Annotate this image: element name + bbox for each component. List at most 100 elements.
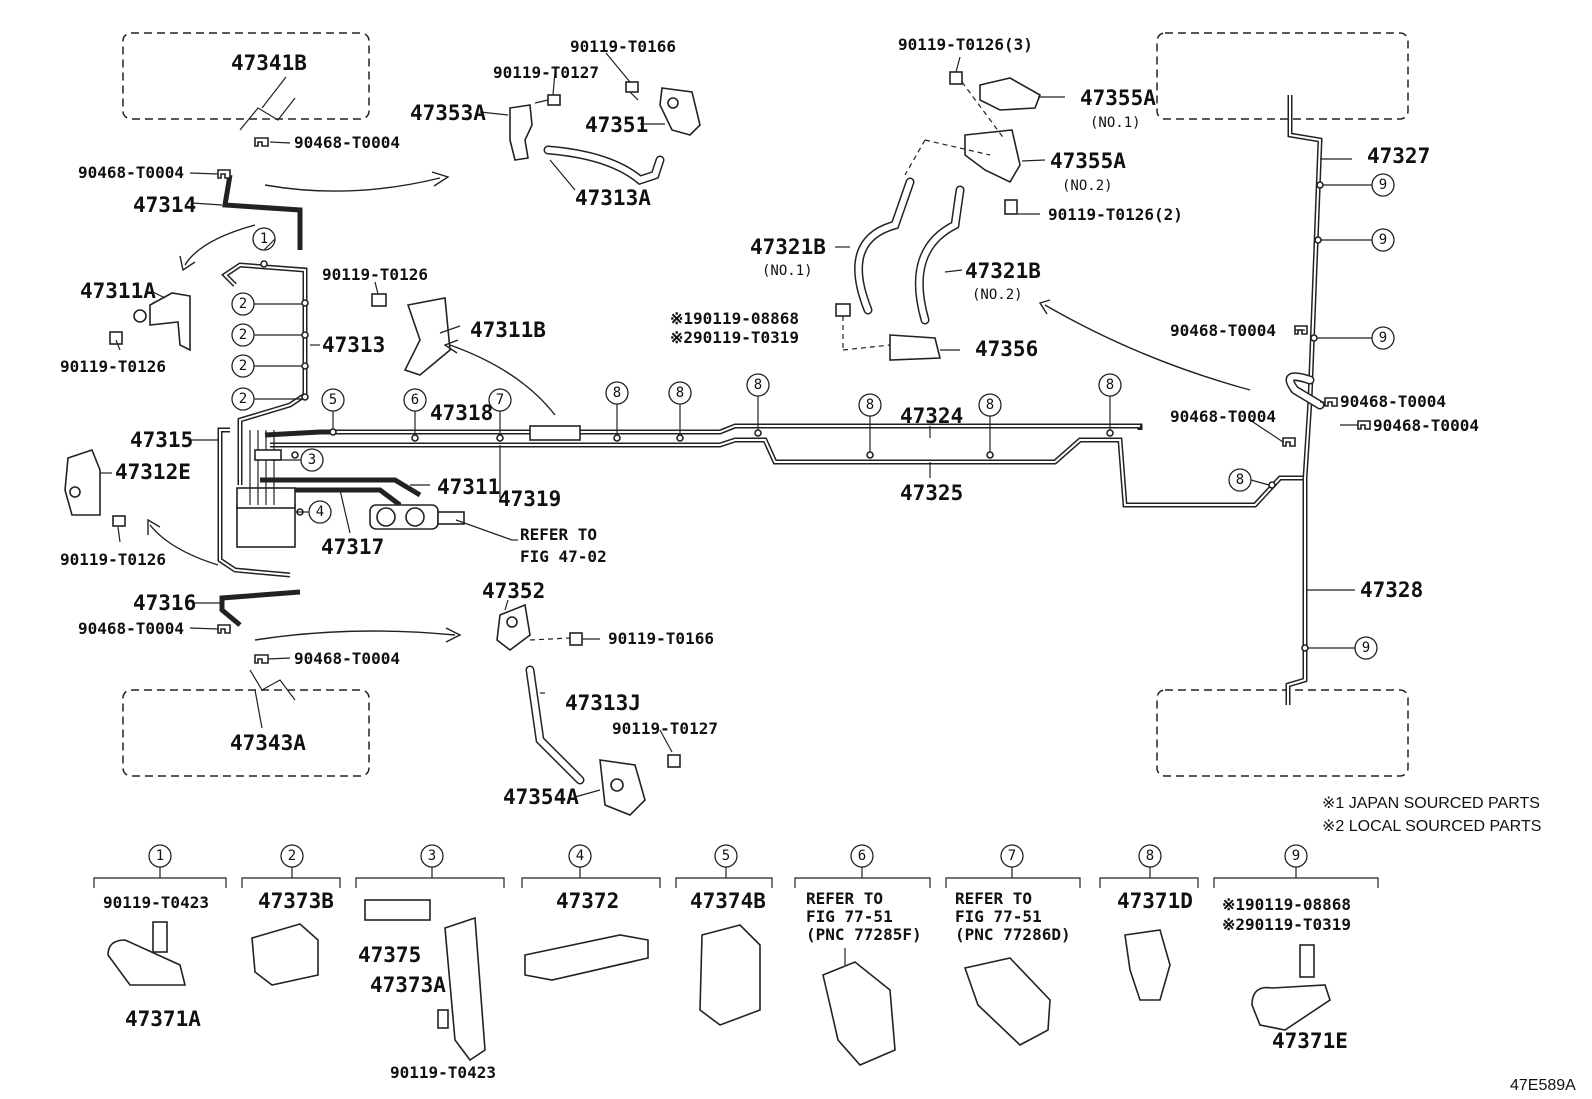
diagram-id: 47E589A (1510, 1077, 1576, 1094)
label-47311A: 47311A (80, 279, 156, 303)
bolt-90119-T0127-top (534, 94, 561, 106)
bolt-90119-T0166-bot (529, 632, 583, 646)
bracket-47351 (659, 87, 701, 136)
callout-7: 7 (496, 392, 504, 408)
bolt-90119-T0126-mid (371, 293, 387, 307)
bolt-90119-T0126-2 (1004, 199, 1018, 215)
callout-2: 2 (239, 296, 247, 312)
legend-6-line-0: REFER TO (806, 889, 883, 908)
legend-8-line-0: 47371D (1117, 889, 1193, 913)
callout-4: 4 (316, 504, 324, 520)
callout-9: 9 (1379, 232, 1387, 248)
bolt-90119-T0126-left-b (112, 515, 126, 527)
label-90468-T0004: 90468-T0004 (294, 649, 400, 668)
label-47353A: 47353A (410, 101, 486, 125)
callout-9: 9 (1379, 330, 1387, 346)
bracket-47355A-no2 (964, 129, 1021, 184)
label-47324: 47324 (900, 404, 963, 428)
hose-47321B-no1 (854, 177, 915, 315)
legend-7-line-2: (PNC 77286D) (955, 925, 1071, 944)
callout-1: 1 (260, 231, 268, 247)
label-90468-T0004: 90468-T0004 (1170, 321, 1276, 340)
rear-right-wheel-area (1156, 689, 1409, 777)
label-47314: 47314 (133, 193, 196, 217)
junction-block (236, 430, 296, 548)
label-47355A-no2: 47355A (1050, 149, 1126, 173)
legend-5-line-0: 47374B (690, 889, 766, 913)
callout-8: 8 (1236, 472, 1244, 488)
label-47313J: 47313J (565, 691, 641, 715)
legend-num-7: 7 (1008, 848, 1016, 864)
legend-num-3: 3 (428, 848, 436, 864)
label-47312E: 47312E (115, 460, 191, 484)
hose-rear-right (1285, 372, 1325, 410)
legend-9-line-1: ※290119-T0319 (1222, 915, 1351, 934)
bracket-47311A (133, 292, 191, 352)
legend-4-line-0: 47372 (556, 889, 619, 913)
legend-6-line-1: FIG 77-51 (806, 907, 893, 926)
bolt-90119-T0126-left-a (109, 331, 123, 345)
bolt-90119-T0166-top (625, 81, 639, 101)
label-47327: 47327 (1367, 144, 1430, 168)
label-90119-T0319: ※290119-T0319 (670, 328, 799, 347)
legend-3-line-0: 47375 (358, 943, 421, 967)
callout-3: 3 (308, 452, 316, 468)
flex-line-front-left (239, 97, 296, 131)
label-90119-T0126: 90119-T0126 (322, 265, 428, 284)
legend-num-6: 6 (858, 848, 866, 864)
hose-47321B-no2 (914, 185, 965, 325)
bracket-47354A (599, 759, 646, 816)
legend-num-2: 2 (288, 848, 296, 864)
label-no1: (NO.1) (762, 263, 813, 279)
front-left-wheel-area (122, 32, 370, 120)
bolt-90119-08868 (835, 303, 891, 351)
label-no2: (NO.2) (972, 287, 1023, 303)
hose-47313A (543, 145, 665, 186)
legend-7-line-0: REFER TO (955, 889, 1032, 908)
bracket-47352 (496, 603, 531, 652)
legend-9-line-0: ※190119-08868 (1222, 895, 1351, 914)
label-47325: 47325 (900, 481, 963, 505)
label-90468-T0004: 90468-T0004 (1340, 392, 1446, 411)
callout-5: 5 (329, 392, 337, 408)
bolt-90119-T0126-3 (949, 71, 963, 85)
label-47352: 47352 (482, 579, 545, 603)
label-47315: 47315 (130, 428, 193, 452)
direction-arrows (147, 171, 1251, 643)
front-right-wheel-area (1156, 32, 1409, 120)
footnote-local-sourced: ※2 LOCAL SOURCED PARTS (1322, 818, 1541, 835)
callouts: 1 2 2 2 2 3 4 5 6 7 8 8 8 8 8 8 8 9 9 9 … (231, 173, 1395, 660)
label-47316: 47316 (133, 591, 196, 615)
legend: 1 90119-T0423 47371A 2 47373B 3 47375 47… (93, 844, 1379, 1082)
label-90468-T0004: 90468-T0004 (78, 619, 184, 638)
part-labels: 47341B 90468-T0004 90468-T0004 47314 473… (60, 35, 1479, 809)
callout-8: 8 (1106, 377, 1114, 393)
label-90119-T0166: 90119-T0166 (570, 37, 676, 56)
callout-9: 9 (1362, 640, 1370, 656)
callout-8: 8 (613, 385, 621, 401)
bracket-47355A-no1 (979, 77, 1041, 111)
label-90468-T0004: 90468-T0004 (1170, 407, 1276, 426)
legend-1-part: 47371A (125, 1007, 201, 1031)
callout-6: 6 (411, 392, 419, 408)
label-90119-08868: ※190119-08868 (670, 309, 799, 328)
label-90119-T0126-2: 90119-T0126(2) (1048, 205, 1183, 224)
tube-joint-47319 (529, 425, 581, 441)
legend-6-line-2: (PNC 77285F) (806, 925, 922, 944)
label-47319: 47319 (498, 487, 561, 511)
label-90119-T0127: 90119-T0127 (493, 63, 599, 82)
leader-lines (100, 52, 1358, 798)
label-90119-T0126-3: 90119-T0126(3) (898, 35, 1033, 54)
callout-8: 8 (986, 397, 994, 413)
assembly-line-47355A (961, 81, 1006, 141)
legend-9-part: 47371E (1272, 1029, 1348, 1053)
label-47351: 47351 (585, 113, 648, 137)
label-90119-T0126: 90119-T0126 (60, 357, 166, 376)
label-47355A-no1: 47355A (1080, 86, 1156, 110)
callout-2: 2 (239, 391, 247, 407)
label-90468-T0004: 90468-T0004 (78, 163, 184, 182)
legend-2-line-0: 47373B (258, 889, 334, 913)
label-no1: (NO.1) (1090, 115, 1141, 131)
refer-to-label: REFER TO (520, 525, 597, 544)
label-90119-T0126: 90119-T0126 (60, 550, 166, 569)
